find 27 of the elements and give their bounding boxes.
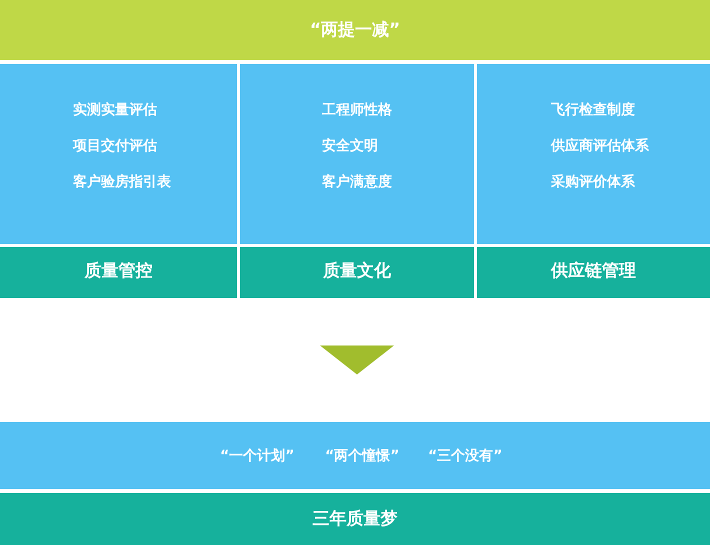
item-text: 客户满意度: [322, 174, 392, 190]
category-label: 质量文化: [323, 262, 391, 282]
category-label: 供应链管理: [551, 262, 636, 282]
item-text: 工程师性格: [322, 102, 392, 118]
banner-title: “两提一减”: [310, 21, 400, 41]
slogan-text: “三个没有”: [428, 448, 502, 464]
content-panel: [477, 64, 710, 244]
category-bar: [240, 247, 474, 298]
title-banner: [0, 0, 710, 60]
slogan-band: [0, 422, 710, 489]
item-text: 项目交付评估: [73, 138, 157, 154]
category-bar: [0, 247, 237, 298]
category-label: 质量管控: [84, 262, 152, 282]
chevron-arrow: [320, 346, 394, 374]
item-text: 供应商评估体系: [551, 138, 649, 154]
item-text: 飞行检查制度: [551, 102, 635, 118]
content-panel: [0, 64, 237, 244]
item-text: 客户验房指引表: [73, 174, 171, 190]
category-bar: [477, 247, 710, 298]
goal-title: 三年质量梦: [312, 510, 398, 530]
content-panel: [240, 64, 474, 244]
goal-band: [0, 493, 710, 545]
item-text: 采购评价体系: [551, 174, 635, 190]
slogan-text: “两个憧憬”: [325, 448, 400, 464]
item-text: 安全文明: [322, 138, 378, 154]
slogan-text: “一个计划”: [220, 448, 294, 464]
item-text: 实测实量评估: [73, 102, 157, 118]
